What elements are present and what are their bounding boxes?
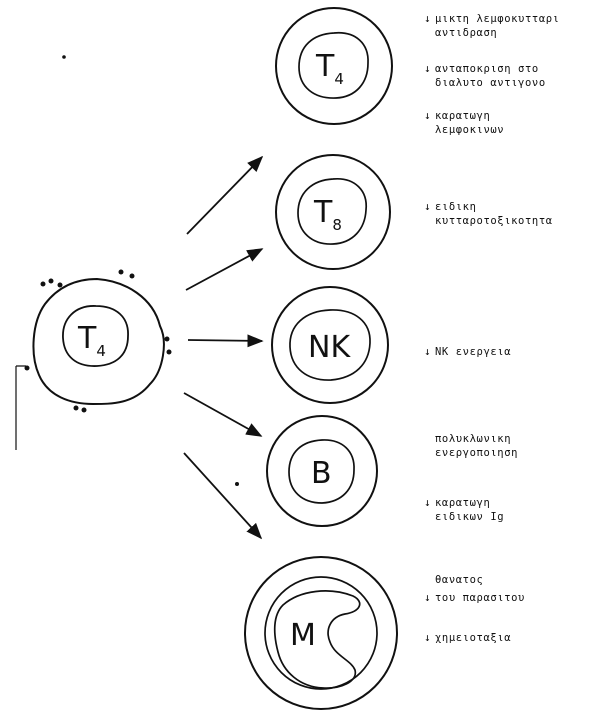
- down-arrow-icon: ↓: [424, 631, 432, 644]
- target-cell-m-label: M: [290, 618, 316, 653]
- down-arrow-icon: ↓: [424, 200, 432, 213]
- arrow-to-t4: [186, 155, 264, 235]
- target-cell-t4: T4: [275, 7, 393, 125]
- down-arrow-icon: ↓: [424, 62, 432, 75]
- down-arrow-icon: ↓: [424, 496, 432, 509]
- target-cell-m: M: [244, 556, 398, 710]
- annotation: ↓καρατωγη ειδικων Ig: [424, 496, 505, 523]
- annotation: ↓χημειοταξια: [424, 631, 512, 644]
- target-cell-nk: NK: [271, 286, 389, 404]
- down-arrow-icon: ↓: [424, 109, 432, 122]
- target-cell-b-label: B: [311, 456, 332, 491]
- central-t4-cell: T4: [15, 55, 239, 486]
- annotation: ↓ανταποκριση στο διαλυτο αντιγονο: [424, 62, 546, 89]
- arrow-to-b: [183, 392, 263, 437]
- down-arrow-icon: ↓: [424, 591, 432, 604]
- central-cell-label: T4: [77, 321, 106, 360]
- down-arrow-icon: ↓: [424, 12, 432, 25]
- virus-particles: [24, 55, 239, 486]
- annotation: ↓καρατωγη λεμφοκινων: [424, 109, 505, 136]
- macrophage-nucleus: [273, 590, 361, 689]
- arrow-to-nk: [187, 334, 264, 348]
- annotation: πολυκλωνικη ενεργοποιηση: [435, 433, 519, 459]
- target-cell-nk-label: NK: [308, 330, 351, 365]
- target-cell-t4-label: T4: [315, 49, 344, 88]
- annotation: ↓ειδικη κυτταροτοξικοτητα: [424, 200, 553, 227]
- target-cell-t8: T8: [275, 154, 391, 270]
- arrow-to-t8: [185, 248, 264, 291]
- annotation: ↓του παρασιτου: [424, 591, 525, 604]
- scan-artifact-line: [15, 365, 26, 450]
- central-cell-nucleus: [62, 305, 129, 367]
- target-cell-t8-label: T8: [313, 195, 342, 234]
- pathway-arrows: [183, 155, 264, 540]
- annotation: ↓μικτη λεμφοκυτταρι αντιδραση: [424, 12, 560, 39]
- annotation: θανατος: [435, 574, 484, 586]
- central-cell-membrane: [32, 277, 165, 406]
- arrow-to-m: [183, 452, 263, 540]
- annotation: ↓NK ενεργεια: [424, 345, 512, 358]
- target-cell-b: B: [266, 415, 378, 527]
- down-arrow-icon: ↓: [424, 345, 432, 358]
